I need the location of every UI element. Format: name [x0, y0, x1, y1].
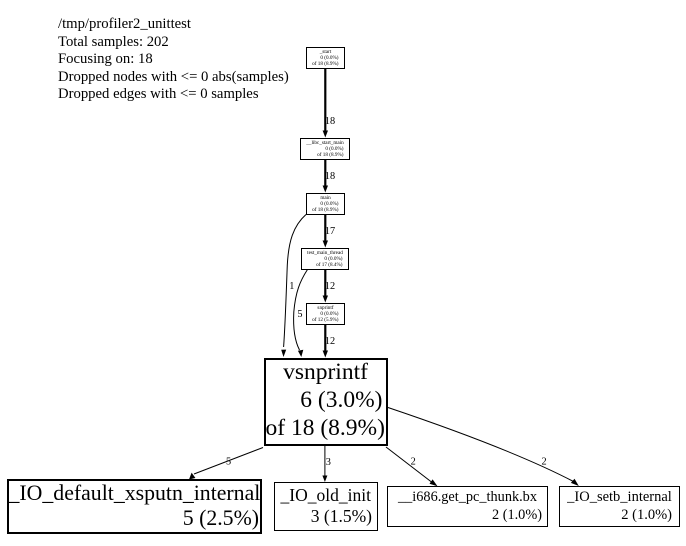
svg-text:5: 5	[226, 457, 231, 468]
svg-text:5: 5	[297, 309, 302, 320]
svg-text:3: 3	[326, 457, 331, 468]
svg-text:18: 18	[325, 171, 335, 182]
svg-text:17: 17	[325, 226, 335, 237]
svg-text:18: 18	[325, 116, 335, 127]
svg-text:2: 2	[542, 456, 547, 467]
svg-text:2: 2	[411, 457, 416, 468]
svg-text:12: 12	[325, 336, 335, 347]
svg-text:1: 1	[289, 281, 294, 292]
svg-text:12: 12	[325, 281, 335, 292]
